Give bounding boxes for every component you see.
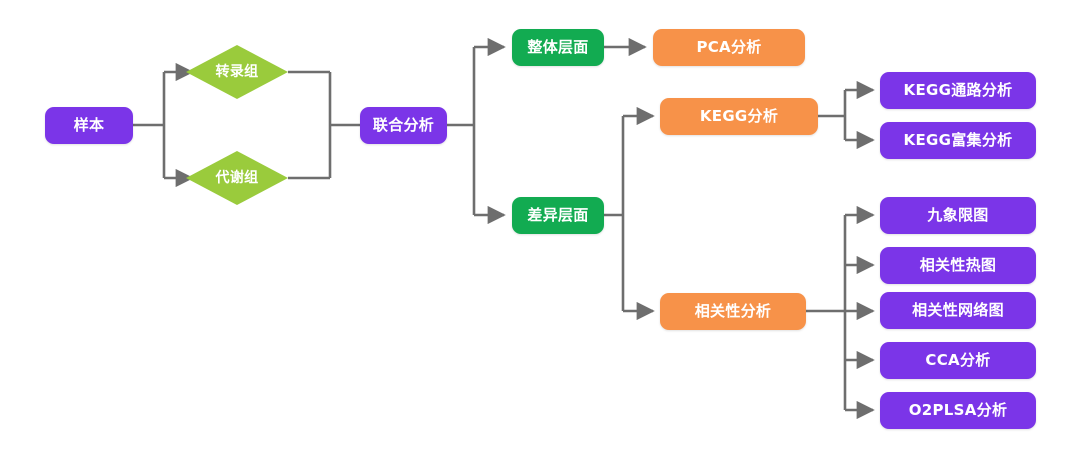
node-o2plsa[interactable]: O2PLSA分析 <box>880 392 1036 429</box>
node-joint-analysis-label: 联合分析 <box>372 116 435 134</box>
node-sample-label: 样本 <box>73 116 105 134</box>
node-transcriptome[interactable]: 转录组 <box>186 45 288 99</box>
node-kegg-enrich[interactable]: KEGG富集分析 <box>880 122 1036 159</box>
node-corr-network[interactable]: 相关性网络图 <box>880 292 1036 329</box>
node-metabolome-label: 代谢组 <box>215 170 259 186</box>
node-kegg-enrich-label: KEGG富集分析 <box>903 131 1013 149</box>
node-o2plsa-label: O2PLSA分析 <box>908 401 1008 419</box>
node-correlation[interactable]: 相关性分析 <box>660 293 806 330</box>
node-overall-level-label: 整体层面 <box>527 38 589 56</box>
node-correlation-label: 相关性分析 <box>694 302 772 320</box>
node-nine-quadrant-label: 九象限图 <box>927 206 989 224</box>
node-kegg[interactable]: KEGG分析 <box>660 98 818 135</box>
node-kegg-pathway-label: KEGG通路分析 <box>903 81 1013 99</box>
node-difference-level-label: 差异层面 <box>527 206 589 224</box>
node-joint-analysis[interactable]: 联合分析 <box>360 107 447 144</box>
node-kegg-label: KEGG分析 <box>699 107 779 125</box>
node-metabolome[interactable]: 代谢组 <box>186 151 288 205</box>
node-transcriptome-label: 转录组 <box>215 64 259 80</box>
node-difference-level[interactable]: 差异层面 <box>512 197 604 234</box>
node-cca-label: CCA分析 <box>925 351 991 369</box>
node-overall-level[interactable]: 整体层面 <box>512 29 604 66</box>
node-pca[interactable]: PCA分析 <box>653 29 805 66</box>
node-nine-quadrant[interactable]: 九象限图 <box>880 197 1036 234</box>
node-sample[interactable]: 样本 <box>45 107 133 144</box>
node-corr-heatmap[interactable]: 相关性热图 <box>880 247 1036 284</box>
node-cca[interactable]: CCA分析 <box>880 342 1036 379</box>
node-corr-network-label: 相关性网络图 <box>912 301 1004 319</box>
node-kegg-pathway[interactable]: KEGG通路分析 <box>880 72 1036 109</box>
node-pca-label: PCA分析 <box>696 38 762 56</box>
node-corr-heatmap-label: 相关性热图 <box>919 256 997 274</box>
